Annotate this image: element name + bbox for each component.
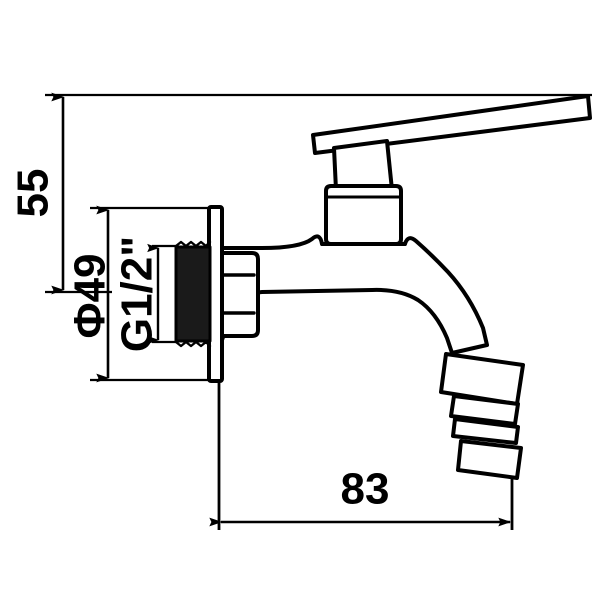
dimension-label-g12: G1/2": [113, 236, 162, 352]
faucet-assembly: [174, 94, 592, 480]
thread-crest-bottom: [174, 340, 212, 348]
handle-lever: [311, 94, 592, 155]
hose-nozzle-barb-2: [451, 417, 520, 445]
dimension-height-55: 55: [9, 92, 65, 295]
dimension-thread-g12: G1/2": [113, 236, 178, 352]
hose-nozzle-barb-1: [449, 394, 520, 426]
main-body: [220, 234, 489, 355]
hex-nut: [220, 251, 260, 338]
inlet-thread: [174, 245, 212, 343]
dimension-projection-83: 83: [209, 465, 512, 527]
dimension-label-55: 55: [9, 169, 58, 218]
cartridge-body: [324, 184, 403, 246]
dimension-label-83: 83: [341, 465, 390, 514]
hose-nozzle-barb-3: [456, 439, 523, 480]
dimension-flange-diameter-49: Φ49: [66, 205, 115, 383]
thread-crest-top: [174, 240, 212, 248]
handle-stem: [332, 139, 394, 192]
dimension-label-phi49: Φ49: [66, 253, 115, 338]
